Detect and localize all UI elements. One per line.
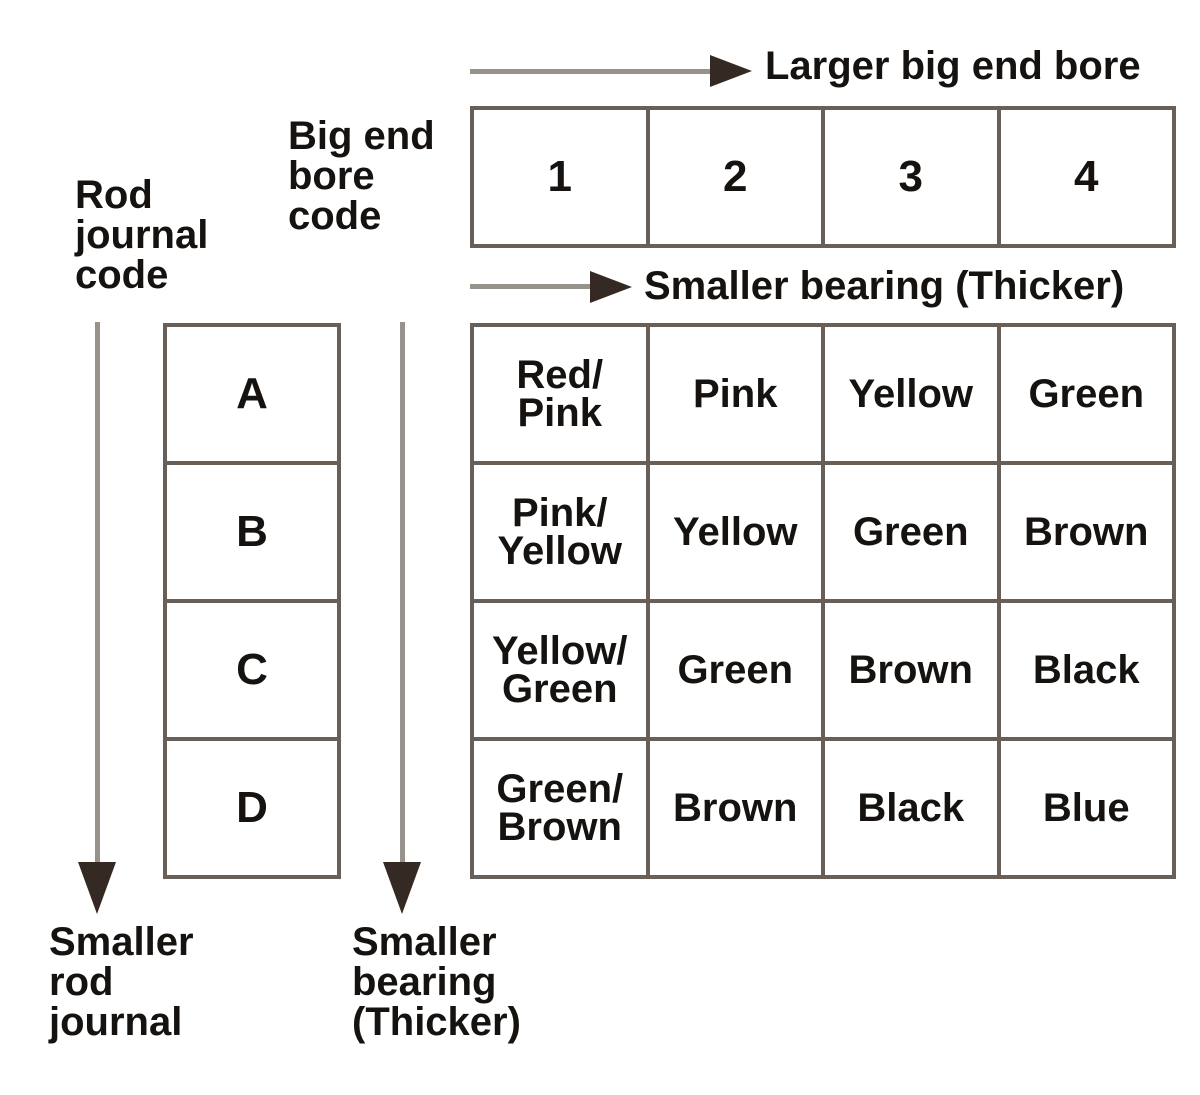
down-arrowhead-icon bbox=[383, 862, 421, 914]
bearing-color-cell: Brown bbox=[825, 603, 997, 737]
bearing-color-cell: Pink/ Yellow bbox=[474, 465, 646, 599]
bearing-color-cell: Green bbox=[649, 603, 821, 737]
bearing-color-matrix: Red/ Pink Pink Yellow Green Pink/ Yellow… bbox=[470, 323, 1176, 879]
bearing-color-cell: Yellow bbox=[825, 327, 997, 461]
bore-code-cell: 3 bbox=[825, 110, 997, 244]
rod-journal-code-label: Rod journal code bbox=[75, 173, 209, 297]
bore-code-cell: 4 bbox=[1000, 110, 1172, 244]
bore-code-cell: 2 bbox=[649, 110, 821, 244]
bearing-color-cell: Black bbox=[1000, 603, 1172, 737]
smaller-rod-journal-label: Smaller rod journal bbox=[49, 920, 194, 1044]
smaller-bearing-vertical-label: Smaller bearing (Thicker) bbox=[352, 920, 521, 1044]
right-arrowhead-icon bbox=[590, 271, 632, 303]
right-arrowhead-icon bbox=[710, 55, 752, 87]
rod-journal-arrow-shaft bbox=[95, 322, 100, 864]
smaller-bearing-arrow-label: Smaller bearing (Thicker) bbox=[644, 264, 1125, 308]
bearing-color-cell: Green bbox=[825, 465, 997, 599]
journal-code-cell: A bbox=[167, 327, 337, 461]
bearing-color-cell: Blue bbox=[1000, 741, 1172, 875]
bore-code-header-row: 1 2 3 4 bbox=[470, 106, 1176, 248]
bearing-color-cell: Pink bbox=[649, 327, 821, 461]
journal-code-cell: B bbox=[167, 465, 337, 599]
bearing-color-cell: Yellow/ Green bbox=[474, 603, 646, 737]
bore-code-cell: 1 bbox=[474, 110, 646, 244]
big-end-bore-code-label: Big end bore code bbox=[288, 114, 435, 238]
journal-code-cell: C bbox=[167, 603, 337, 737]
larger-bore-arrow-shaft bbox=[470, 69, 712, 74]
larger-bore-arrow-label: Larger big end bore bbox=[765, 44, 1141, 88]
bearing-color-cell: Red/ Pink bbox=[474, 327, 646, 461]
bearing-color-cell: Green/ Brown bbox=[474, 741, 646, 875]
journal-code-column: A B C D bbox=[163, 323, 341, 879]
smaller-bearing-vertical-arrow-shaft bbox=[400, 322, 405, 864]
bearing-color-cell: Black bbox=[825, 741, 997, 875]
bearing-color-cell: Brown bbox=[649, 741, 821, 875]
bearing-color-cell: Yellow bbox=[649, 465, 821, 599]
down-arrowhead-icon bbox=[78, 862, 116, 914]
bearing-color-cell: Green bbox=[1000, 327, 1172, 461]
bearing-color-cell: Brown bbox=[1000, 465, 1172, 599]
smaller-bearing-arrow-shaft bbox=[470, 284, 592, 289]
journal-code-cell: D bbox=[167, 741, 337, 875]
